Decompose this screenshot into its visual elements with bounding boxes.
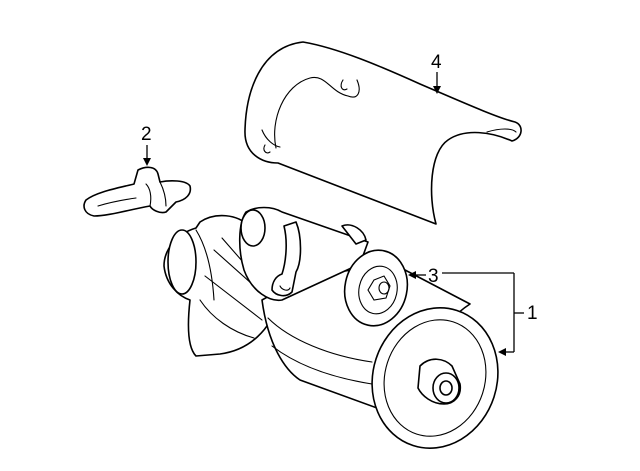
callout-1: 1 xyxy=(498,273,538,356)
callout-4: 4 xyxy=(431,52,442,94)
callout-3: 3 xyxy=(408,266,514,287)
starter-motor[interactable] xyxy=(163,214,516,465)
callout-2-arrowhead xyxy=(143,158,151,166)
solenoid[interactable] xyxy=(238,206,415,332)
callout-1-arrowhead xyxy=(498,348,506,356)
callout-3-label: 3 xyxy=(428,266,439,287)
callout-4-arrowhead xyxy=(433,86,441,94)
heat-shield[interactable] xyxy=(244,41,522,225)
callout-1-label: 1 xyxy=(527,303,538,324)
mounting-bracket[interactable] xyxy=(83,166,192,217)
callout-3-arrowhead xyxy=(408,271,416,279)
callout-4-label: 4 xyxy=(431,52,442,73)
callout-2: 2 xyxy=(141,124,152,166)
callout-2-label: 2 xyxy=(141,124,152,145)
